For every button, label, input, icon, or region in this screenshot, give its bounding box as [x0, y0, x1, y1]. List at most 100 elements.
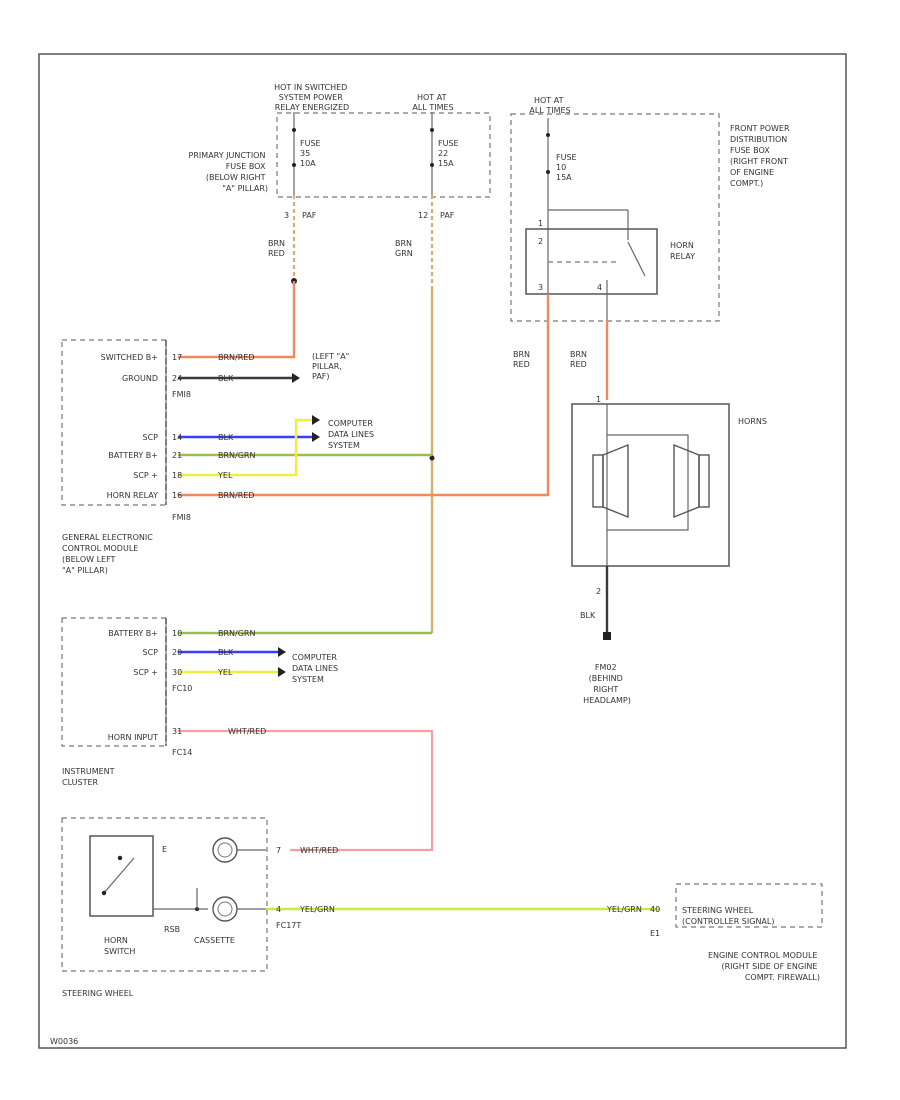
cluster-scp-plus-arrow — [278, 667, 286, 677]
horn-switch-box — [89, 835, 154, 917]
gem-wire-color: YEL — [217, 471, 233, 480]
steering-wheel-caption: STEERING WHEEL — [62, 989, 134, 998]
steering-pin-7: 7 — [276, 846, 281, 855]
fuse3-bottom-dot — [546, 170, 550, 174]
diagram-code: W0036 — [50, 1037, 78, 1046]
horns-pin-2: 2 — [596, 587, 601, 596]
cluster-connector-1: FC10 — [172, 684, 192, 693]
gem-pin: 17 — [172, 353, 182, 362]
wire-horn-input — [178, 729, 434, 852]
gem-scp-plus-arrow — [312, 415, 320, 425]
fuse1-label: FUSE 35 10A — [300, 139, 323, 168]
wire-gem-scp-plus — [178, 418, 312, 477]
paf-label-2: PAF — [440, 211, 455, 220]
computer-data-lines-label-1: COMPUTER DATA LINES SYSTEM — [328, 419, 377, 450]
relay-contact — [627, 241, 646, 277]
gem-rows: SWITCHED B+ GROUND SCP BATTERY B+ SCP + … — [101, 353, 256, 500]
gem-row-label: HORN RELAY — [107, 491, 159, 500]
gem-row-label: BATTERY B+ — [108, 451, 158, 460]
fuse2-bottom-dot — [430, 163, 434, 167]
steering-pin-4: 4 — [276, 905, 281, 914]
horn-switch-contact — [103, 857, 135, 894]
wire-label-blk: BLK — [580, 611, 596, 620]
gem-pin: 16 — [172, 491, 182, 500]
horns-box — [571, 403, 730, 567]
gem-row-label: SCP + — [133, 471, 158, 480]
rsb-label: RSB — [164, 925, 180, 934]
cluster-pin: 30 — [172, 668, 182, 677]
primary-junction-fuse-box — [276, 112, 491, 198]
gem-row-label: SCP — [143, 433, 159, 442]
steering-wheel-box — [61, 817, 268, 972]
horn-switch-dot-2 — [117, 855, 123, 861]
splice-dot — [429, 455, 435, 461]
gem-wire-color: BLK — [218, 374, 234, 383]
horns-title: HORNS — [738, 417, 767, 426]
pin-3-label: 3 — [284, 211, 289, 220]
computer-data-lines-label-2: COMPUTER DATA LINES SYSTEM — [292, 653, 341, 684]
gem-module-box — [61, 339, 167, 506]
horn-2-icon — [673, 443, 710, 519]
fuse1-top-dot — [292, 128, 296, 132]
gem-pin: 21 — [172, 451, 182, 460]
cluster-caption: INSTRUMENT CLUSTER — [62, 767, 117, 787]
gem-connector-2: FMI8 — [172, 513, 191, 522]
fuse3-top-dot — [546, 133, 550, 137]
clockspring-lower-icon — [212, 896, 238, 922]
cluster-row-label: HORN INPUT — [108, 733, 158, 742]
gem-wire-color: BRN/GRN — [218, 451, 255, 460]
horn-1-icon — [592, 443, 629, 519]
cluster-box — [61, 617, 167, 747]
horns-ground-label: FM02 (BEHIND RIGHT HEADLAMP) — [583, 663, 631, 705]
ground-terminal — [603, 632, 611, 640]
ecm-box — [675, 883, 823, 928]
fuse3-label: FUSE 10 15A — [556, 153, 579, 182]
fuse2-label: FUSE 22 15A — [438, 139, 461, 168]
fuse2-top-dot — [430, 128, 434, 132]
cluster-pin: 31 — [172, 727, 182, 736]
wire-label-yel-grn-2: YEL/GRN — [606, 905, 642, 914]
relay-pin-4: 4 — [597, 283, 602, 292]
ecm-pin: 40 — [650, 905, 660, 914]
cluster-pin: 10 — [172, 629, 182, 638]
wire-switched-b-plus — [178, 281, 296, 359]
relay-pin-1: 1 — [538, 219, 543, 228]
cluster-wire-color: YEL — [217, 668, 233, 677]
relay-pin-3: 3 — [538, 283, 543, 292]
wire-label-brn-red-3: BRN RED — [570, 350, 590, 369]
cluster-connector-2: FC14 — [172, 748, 192, 757]
cluster-pin: 20 — [172, 648, 182, 657]
primary-junction-label: PRIMARY JUNCTION FUSE BOX (BELOW RIGHT "… — [189, 151, 268, 193]
ecm-caption: ENGINE CONTROL MODULE (RIGHT SIDE OF ENG… — [708, 951, 820, 982]
cluster-wire-color: WHT/RED — [228, 727, 266, 736]
front-power-label: FRONT POWER DISTRIBUTION FUSE BOX (RIGHT… — [730, 124, 792, 188]
cluster-row-label: SCP — [143, 648, 159, 657]
ecm-box-text: STEERING WHEEL (CONTROLLER SIGNAL) — [682, 906, 774, 926]
cluster-wire-color: BRN/GRN — [218, 629, 255, 638]
gem-pin: 14 — [172, 433, 182, 442]
gem-wire-color: BLK — [218, 433, 234, 442]
front-power-fuse-box — [510, 113, 720, 322]
steering-connector: FC17T — [276, 921, 301, 930]
wire-label-yel-grn-1: YEL/GRN — [299, 905, 335, 914]
ground-arrow — [292, 373, 300, 383]
gem-caption: GENERAL ELECTRONIC CONTROL MODULE (BELOW… — [62, 533, 155, 575]
gem-pin: 24 — [172, 374, 182, 383]
wire-label-brn-grn: BRN GRN — [395, 239, 415, 258]
paf-label-1: PAF — [302, 211, 317, 220]
steering-pin-e: E — [162, 845, 167, 854]
gem-row-label: GROUND — [122, 374, 158, 383]
horns-circuit — [606, 404, 689, 566]
ecm-connector: E1 — [650, 929, 660, 938]
hot-in-switched-label: HOT IN SWITCHED SYSTEM POWER RELAY ENERG… — [274, 83, 350, 112]
wire-horn-relay — [178, 294, 550, 497]
gem-wire-color: BRN/RED — [218, 491, 255, 500]
diagram-frame — [38, 53, 847, 1049]
cluster-row-label: SCP + — [133, 668, 158, 677]
hot-at-all-times-label-2: HOT AT ALL TIMES — [529, 96, 570, 115]
cluster-wire-color: BLK — [218, 648, 234, 657]
relay-pin-2: 2 — [538, 237, 543, 246]
gem-scp-minus-arrow — [312, 432, 320, 442]
horn-relay-label: HORN RELAY — [670, 241, 696, 261]
